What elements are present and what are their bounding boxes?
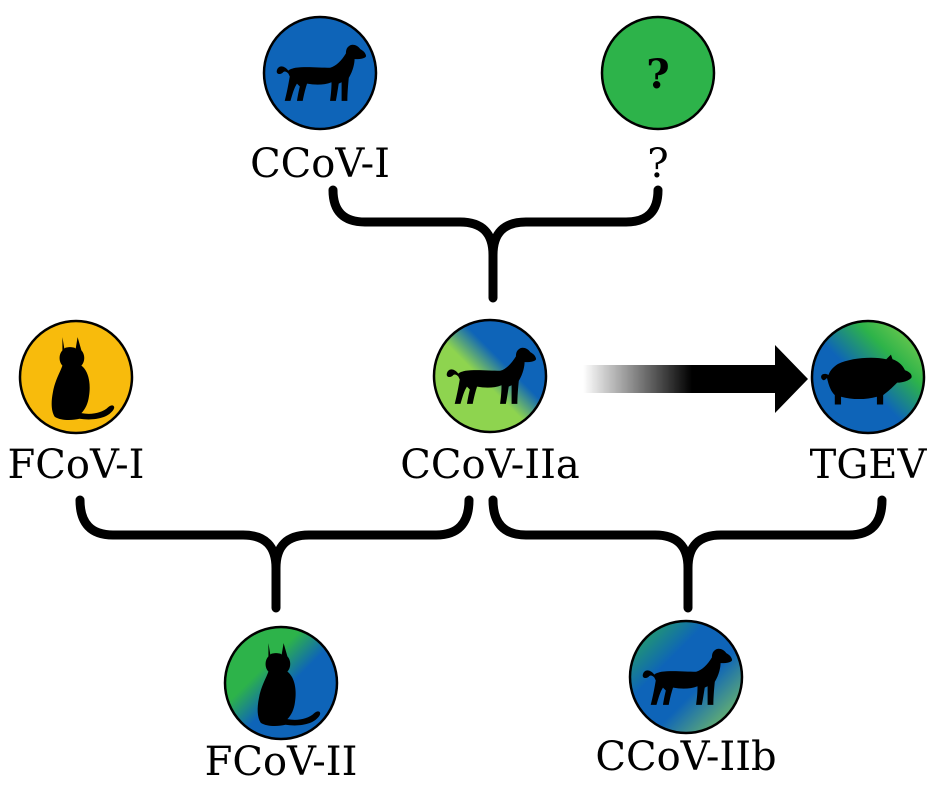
node-ccov-i: CCoV-I xyxy=(250,15,390,187)
label-tgev: TGEV xyxy=(810,442,928,488)
label-unknown: ? xyxy=(647,141,668,187)
node-ccov-iia: CCoV-IIa xyxy=(400,318,580,488)
label-fcov-ii: FCoV-II xyxy=(205,739,358,785)
node-fcov-ii: FCoV-II xyxy=(205,625,358,785)
label-fcov-i: FCoV-I xyxy=(8,442,145,488)
label-ccov-i: CCoV-I xyxy=(250,141,390,187)
node-unknown: ? ? xyxy=(600,15,716,187)
node-fcov-i: FCoV-I xyxy=(8,319,145,488)
node-ccov-iib: CCoV-IIb xyxy=(595,619,777,780)
question-icon: ? xyxy=(646,51,669,98)
label-ccov-iib: CCoV-IIb xyxy=(595,734,776,780)
bracket-bottom-right xyxy=(488,495,887,613)
transmission-arrow xyxy=(583,345,808,413)
node-tgev: TGEV xyxy=(810,319,928,488)
label-ccov-iia: CCoV-IIa xyxy=(400,442,579,488)
bracket-bottom-left xyxy=(75,495,474,613)
bracket-top xyxy=(328,185,663,303)
